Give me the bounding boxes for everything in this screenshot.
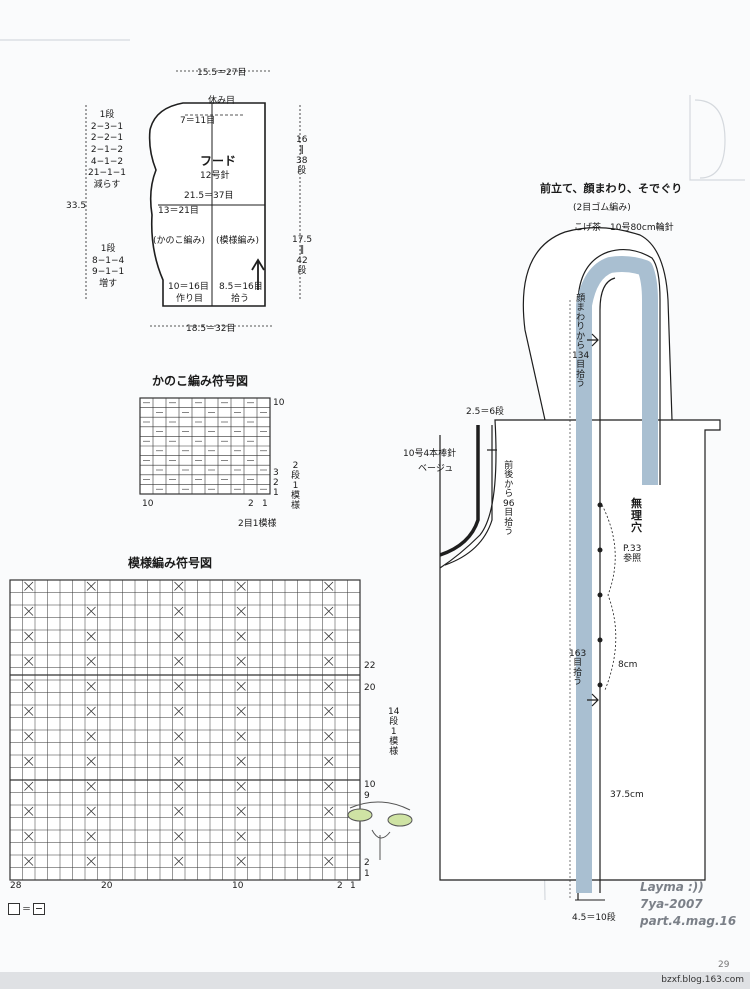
kanoko-col-2: 2: [248, 499, 254, 509]
hood-top-inner: 7＝11目: [180, 116, 216, 126]
pattern-col-1: 1: [350, 881, 356, 891]
pattern-title: 模様編み符号図: [128, 556, 213, 570]
kanoko-col-1: 1: [262, 499, 268, 509]
purl-symbol-icon: [33, 902, 46, 915]
pattern-row-9: 9: [364, 791, 370, 801]
body-subtitle: (2目ゴム編み): [573, 203, 631, 213]
doodle: [347, 801, 413, 860]
kanoko-row-3: 3: [273, 468, 279, 478]
pattern-col-28: 28: [10, 881, 22, 891]
kanoko-row-1: 1: [273, 488, 279, 498]
pattern-col-10: 10: [232, 881, 244, 891]
hood-needle: 12号針: [200, 171, 230, 181]
kanoko-repeat-stitches: 2目1模様: [238, 519, 277, 529]
pattern-row-20: 20: [364, 683, 376, 693]
pattern-row-1: 1: [364, 869, 370, 879]
buttonhole-spacing: 8cm: [618, 660, 638, 670]
pickup-arrows: [487, 333, 599, 707]
page-number: 29: [718, 960, 730, 970]
armhole-height: 2.5＝6段: [466, 407, 505, 417]
signature-line-3: part.4.mag.16: [640, 914, 737, 928]
kanoko-col-10: 10: [142, 499, 154, 509]
band-width: 4.5＝10段: [572, 913, 616, 923]
empty-cell-icon: [8, 902, 20, 915]
kanoko-row-2: 2: [273, 478, 279, 488]
signature-line-2: 7ya-2007: [640, 897, 703, 911]
pattern-col-20: 20: [101, 881, 113, 891]
hood-top-width: 15.5＝27目: [197, 68, 247, 78]
signature-line-1: Layma :)): [640, 880, 704, 894]
armhole-color: ベージュ: [418, 464, 454, 474]
hood-left-pattern: (かのこ編み): [153, 236, 206, 246]
hood-bottom-width: 18.5＝32目: [186, 324, 236, 334]
pattern-chart: [9, 579, 361, 881]
hood-cast-on-label: 作り目: [176, 294, 204, 304]
body-title: 前立て、顔まわり、そでぐり: [540, 182, 683, 195]
pattern-row-2: 2: [364, 858, 370, 868]
hood-title: フード: [200, 154, 237, 168]
hood-mid-inner: 13＝21目: [158, 206, 199, 216]
watermark-text: bzxf.blog.163.com: [661, 975, 744, 985]
kanoko-row-10: 10: [273, 398, 285, 408]
armhole-needle: 10号4本棒針: [403, 449, 457, 459]
hood-mid-width: 21.5＝37目: [184, 191, 234, 201]
vest-schematic: [439, 227, 721, 901]
pattern-row-10: 10: [364, 780, 376, 790]
hood-cast-on-count: 10＝16目: [168, 282, 209, 292]
hood-total-height: 33.5: [66, 201, 87, 211]
hood-pickup-count: 8.5＝16目: [219, 282, 263, 292]
buttonhole-markers: [597, 502, 617, 691]
legend-equals: ＝: [22, 905, 32, 915]
buttonhole-label: 無理穴: [631, 497, 642, 535]
hood-pickup-label: 拾う: [231, 294, 250, 304]
body-yarn: こげ茶 10号80cm輪針: [574, 223, 674, 233]
footer-bar: bzxf.blog.163.com: [0, 972, 750, 989]
hood-rest-stitches: 休み目: [208, 96, 236, 106]
kanoko-title: かのこ編み符号図: [152, 374, 249, 388]
pattern-col-2: 2: [337, 881, 343, 891]
front-length: 37.5cm: [610, 790, 644, 800]
hood-schematic: [85, 70, 301, 327]
pattern-row-22: 22: [364, 661, 376, 671]
kanoko-chart: [139, 397, 271, 495]
hood-right-pattern: (模様編み): [216, 236, 260, 246]
pattern-legend: ＝: [8, 902, 46, 915]
